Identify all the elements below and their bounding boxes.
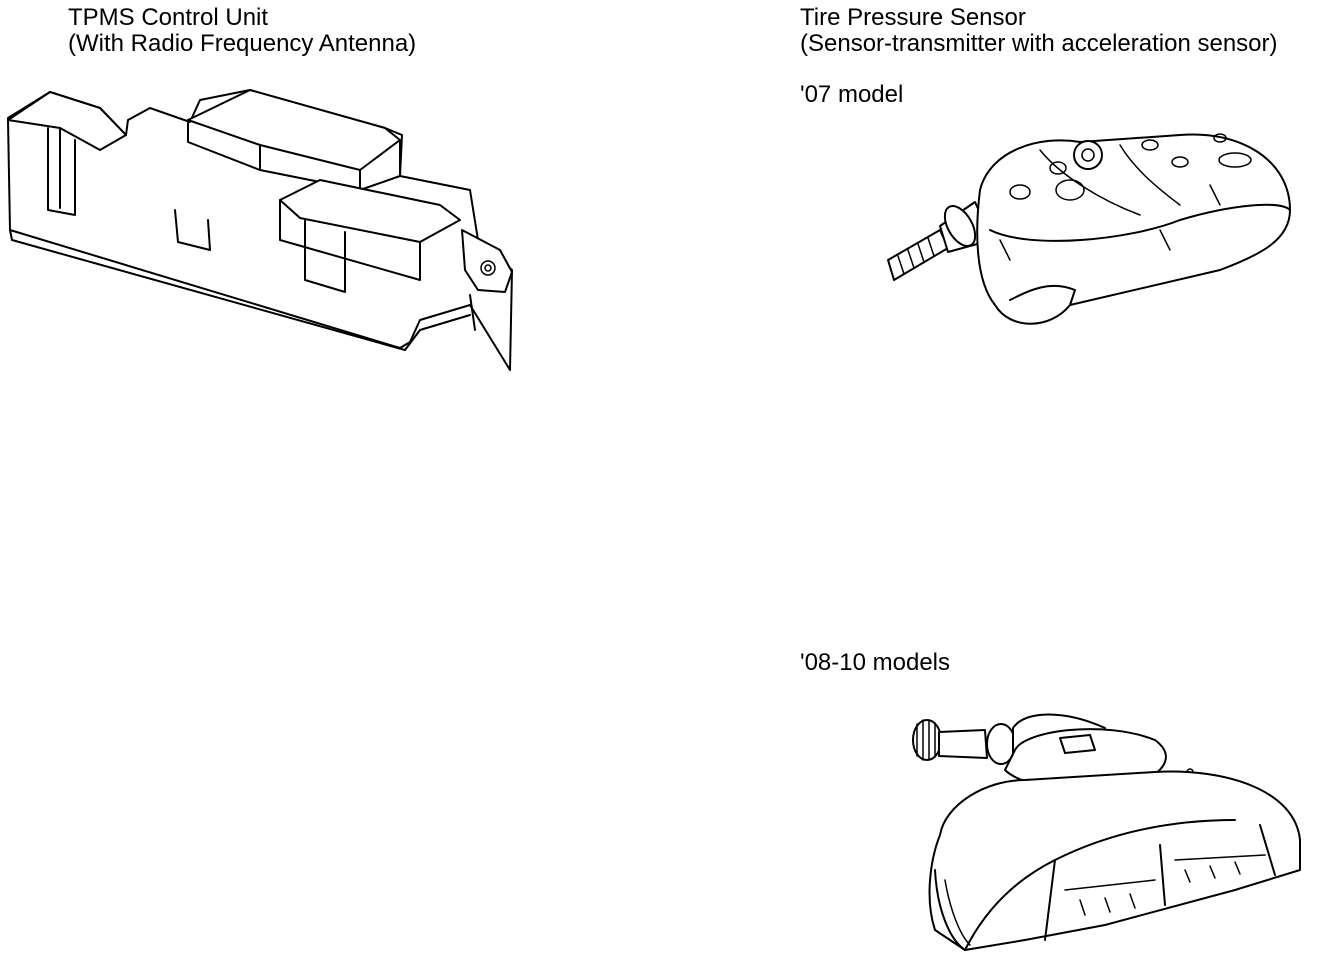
sensor-2008-10-illustration <box>905 710 1315 965</box>
tpms-control-unit-title: TPMS Control Unit (With Radio Frequency … <box>68 5 416 57</box>
tpms-control-unit-title-line1: TPMS Control Unit <box>68 4 269 31</box>
tpms-control-unit-title-line2: (With Radio Frequency Antenna) <box>68 30 417 57</box>
tire-pressure-sensor-title-line1: Tire Pressure Sensor <box>800 4 1026 31</box>
model-2008-10-label: '08-10 models <box>800 649 950 676</box>
tire-pressure-sensor-title-line2: (Sensor-transmitter with acceleration se… <box>800 30 1278 57</box>
tpms-control-unit-illustration <box>0 80 530 371</box>
tire-pressure-sensor-title: Tire Pressure Sensor (Sensor-transmitter… <box>800 5 1278 57</box>
model-2007-label: '07 model <box>800 81 904 108</box>
sensor-2007-illustration <box>880 130 1300 340</box>
